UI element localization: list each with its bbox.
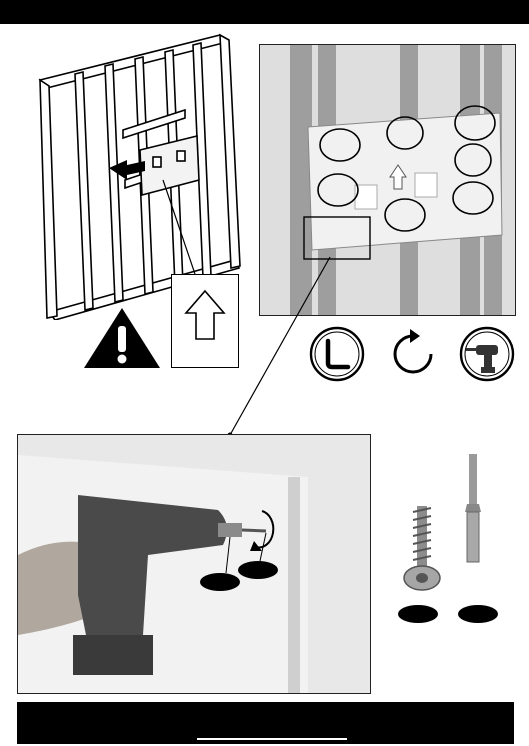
allen-key-icon xyxy=(309,326,365,382)
bit-badge xyxy=(458,605,498,623)
screw-and-bit-illustration xyxy=(403,454,481,591)
footer-underline xyxy=(197,738,347,740)
screw-badge xyxy=(398,605,438,623)
screw-icon xyxy=(403,506,441,591)
header-bar xyxy=(0,0,529,24)
orientation-arrow-box xyxy=(171,274,239,368)
up-arrow-icon xyxy=(184,289,226,340)
drilling-photo xyxy=(17,434,371,694)
warning-icon xyxy=(84,308,160,368)
label-badge-right xyxy=(238,561,278,579)
cordless-drill-icon xyxy=(459,326,515,382)
stud-frame-illustration xyxy=(38,33,241,320)
rotate-icon xyxy=(393,329,433,374)
driver-bit-icon xyxy=(465,454,481,563)
mounting-plate-photo xyxy=(259,44,516,316)
footer-bar xyxy=(17,702,514,744)
label-badge-left xyxy=(200,573,240,591)
callout-line xyxy=(227,256,331,438)
